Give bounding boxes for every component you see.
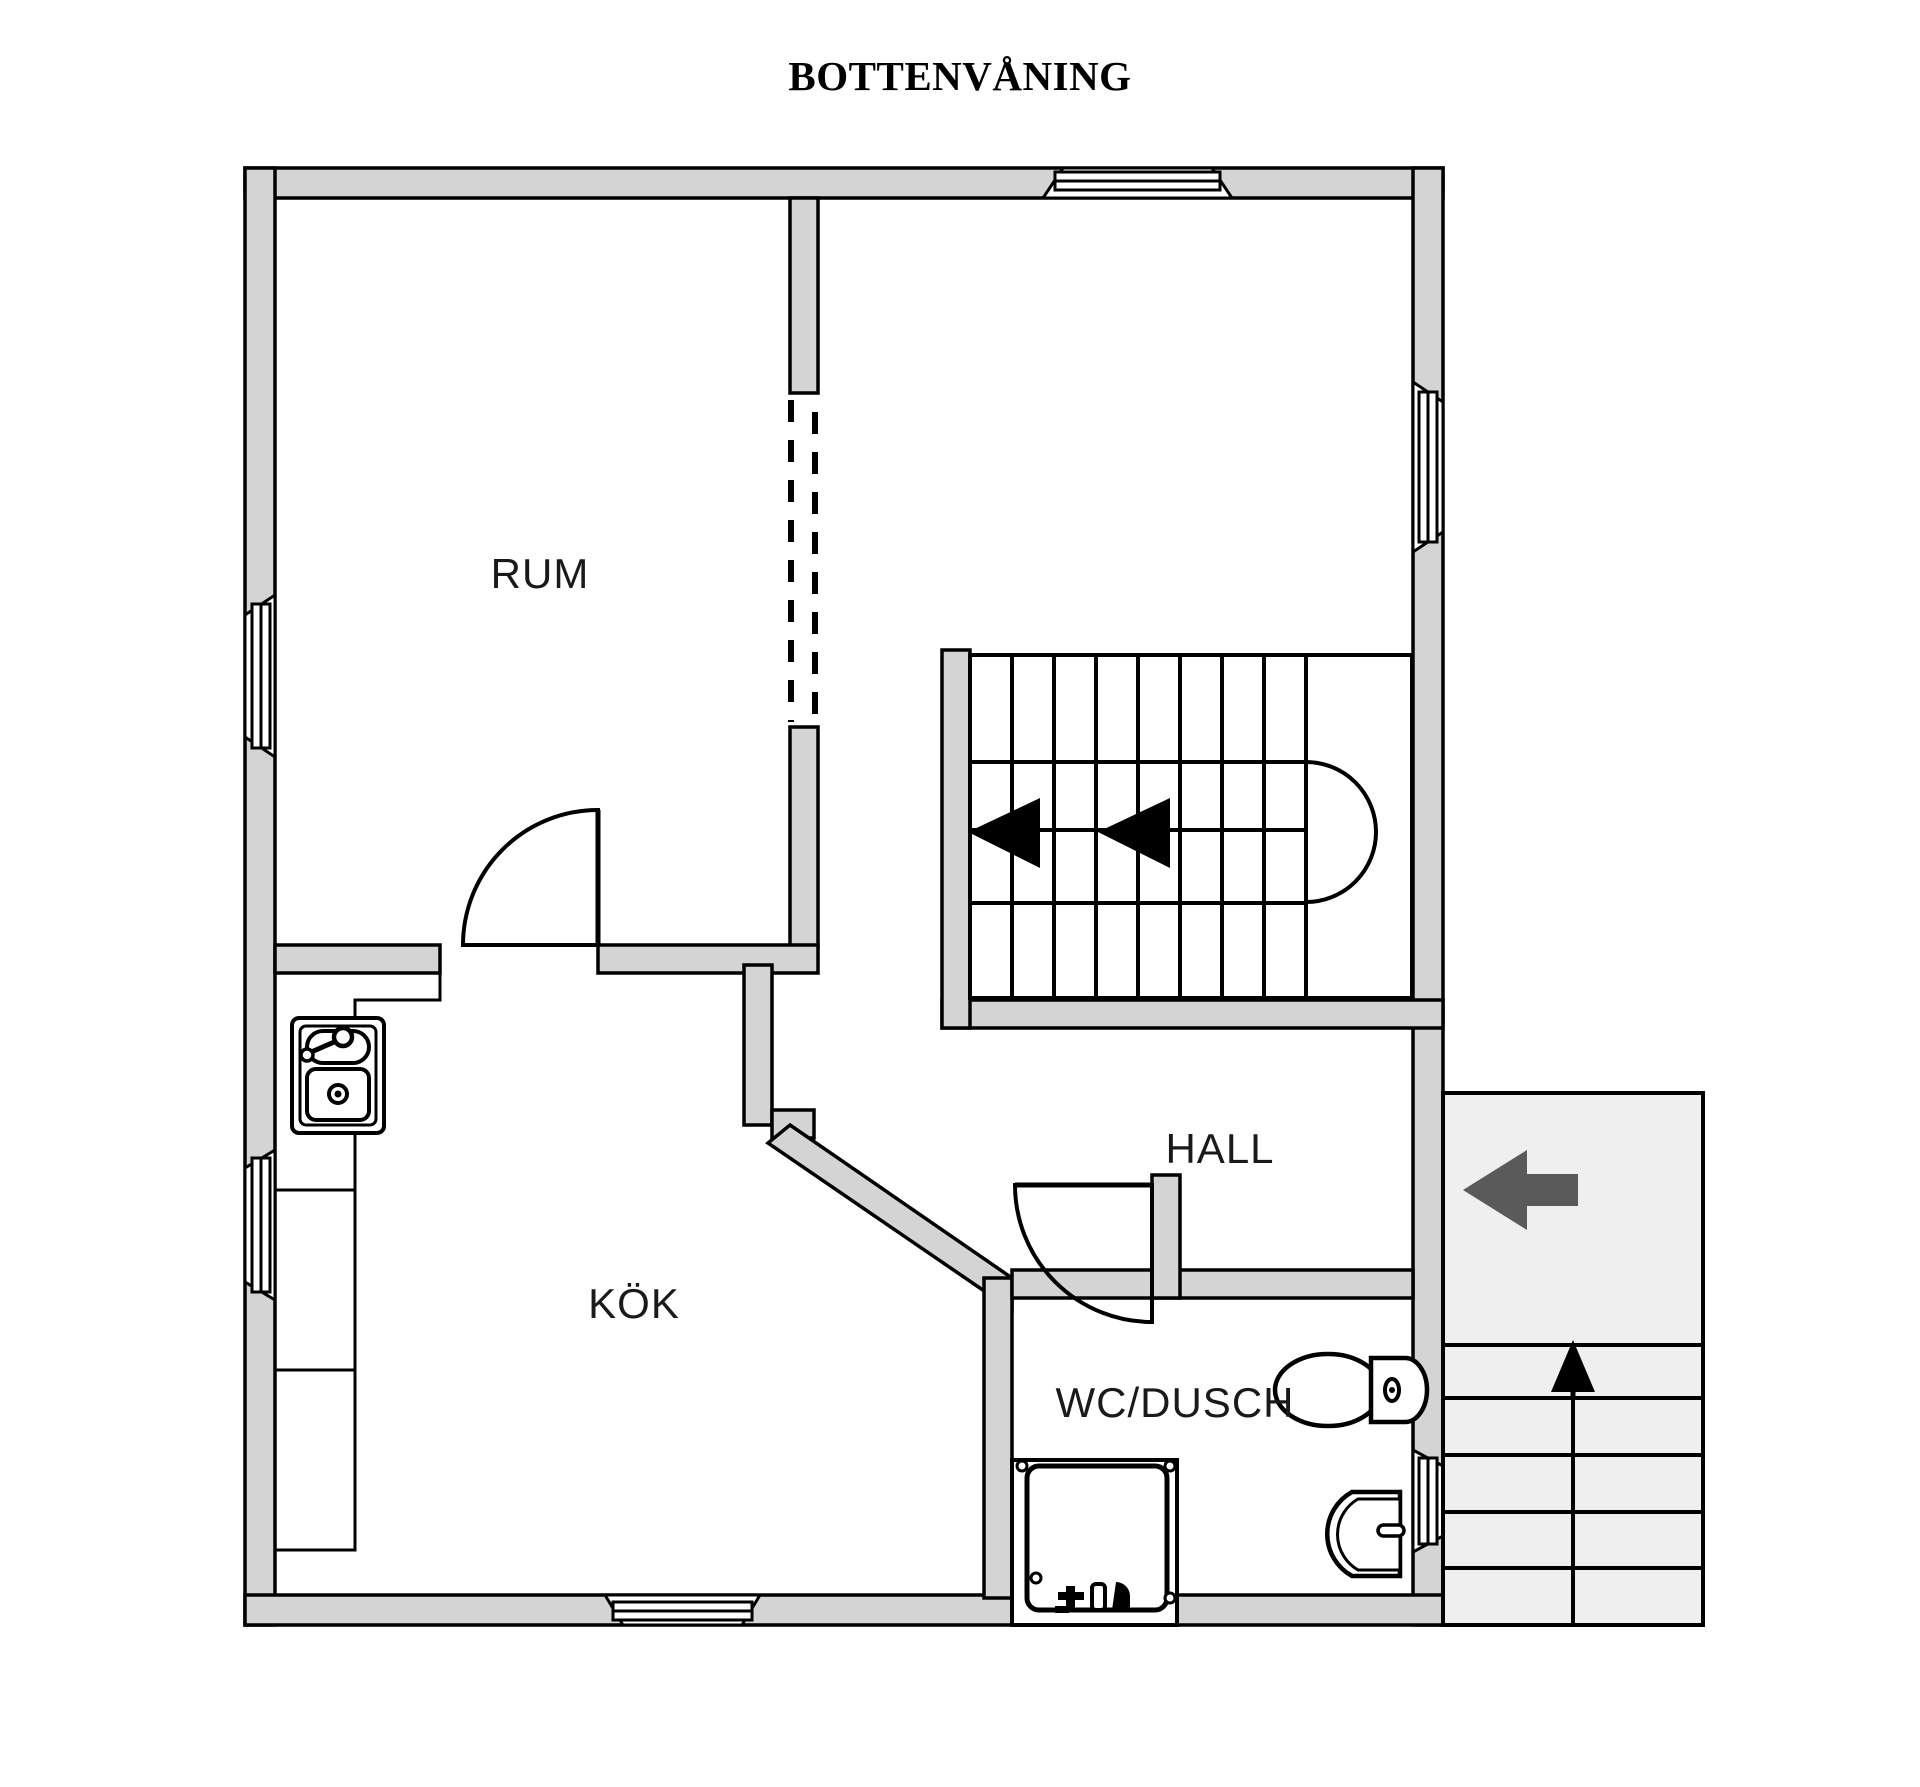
kitchen-sink xyxy=(290,1016,386,1135)
wall-rum-kok-right xyxy=(596,943,820,975)
staircase-direction-arrows xyxy=(968,798,1170,868)
window-east-upper xyxy=(1411,379,1445,555)
windows-group xyxy=(243,166,1445,1627)
door-wc-swing xyxy=(1012,1182,1154,1325)
wall-kok-diagonal xyxy=(765,1122,1014,1314)
wall-north xyxy=(243,166,1445,200)
room-labels-group: RUM KÖK HALL WC/DUSCH xyxy=(491,550,1295,1426)
window-west-lower xyxy=(243,1147,277,1303)
wall-interior-rum-lower xyxy=(788,725,820,949)
steps-arrow-up xyxy=(1551,1340,1595,1398)
washbasin xyxy=(1324,1489,1406,1579)
shower-fittings xyxy=(1055,1582,1130,1613)
entry-arrow xyxy=(1463,1150,1578,1230)
wall-kok-wc xyxy=(982,1276,1014,1600)
toilet xyxy=(1272,1351,1430,1429)
wall-hall-wc xyxy=(1010,1268,1415,1300)
sink-drain-center xyxy=(334,1090,342,1098)
bathroom-fixtures-group xyxy=(1010,1351,1430,1627)
wall-stairwell-left xyxy=(940,648,972,1030)
wall-south xyxy=(243,1593,1445,1627)
staircase-rounded-turn xyxy=(1305,760,1379,904)
washbasin-faucet xyxy=(1376,1523,1406,1538)
kitchen-counter-group xyxy=(275,971,442,1552)
stair-arrow-2 xyxy=(1098,798,1170,868)
window-north xyxy=(1040,166,1235,200)
window-west-upper xyxy=(243,592,277,760)
staircase xyxy=(968,653,1414,1000)
stair-arrow-1 xyxy=(968,798,1040,868)
wall-kok-stub-vertical xyxy=(742,963,774,1127)
entrance-porch-group xyxy=(1441,1091,1705,1627)
room-label-wc-dusch: WC/DUSCH xyxy=(1056,1379,1295,1426)
window-wc-east xyxy=(1411,1447,1445,1555)
room-label-hall: HALL xyxy=(1165,1125,1274,1172)
sink-faucet-handle xyxy=(299,1047,315,1063)
room-label-rum: RUM xyxy=(491,550,590,597)
page-title: BOTTENVÅNING xyxy=(788,53,1132,99)
wall-west xyxy=(243,166,277,1627)
window-south xyxy=(602,1593,763,1627)
archway-rum-hall-dashed xyxy=(788,400,818,722)
door-kitchen-swing xyxy=(460,807,601,947)
wall-stair-base xyxy=(940,998,1445,1030)
wall-wc-door-jamb xyxy=(1150,1173,1182,1300)
shower-enclosure xyxy=(1010,1458,1179,1627)
sink-faucet-head xyxy=(331,1025,355,1049)
wall-rum-kok-left xyxy=(273,943,442,975)
staircase-outline xyxy=(968,653,1414,1000)
wall-interior-rum-upper xyxy=(788,196,820,395)
room-label-kok: KÖK xyxy=(588,1280,680,1327)
kitchen-counter-outline xyxy=(275,971,442,1552)
